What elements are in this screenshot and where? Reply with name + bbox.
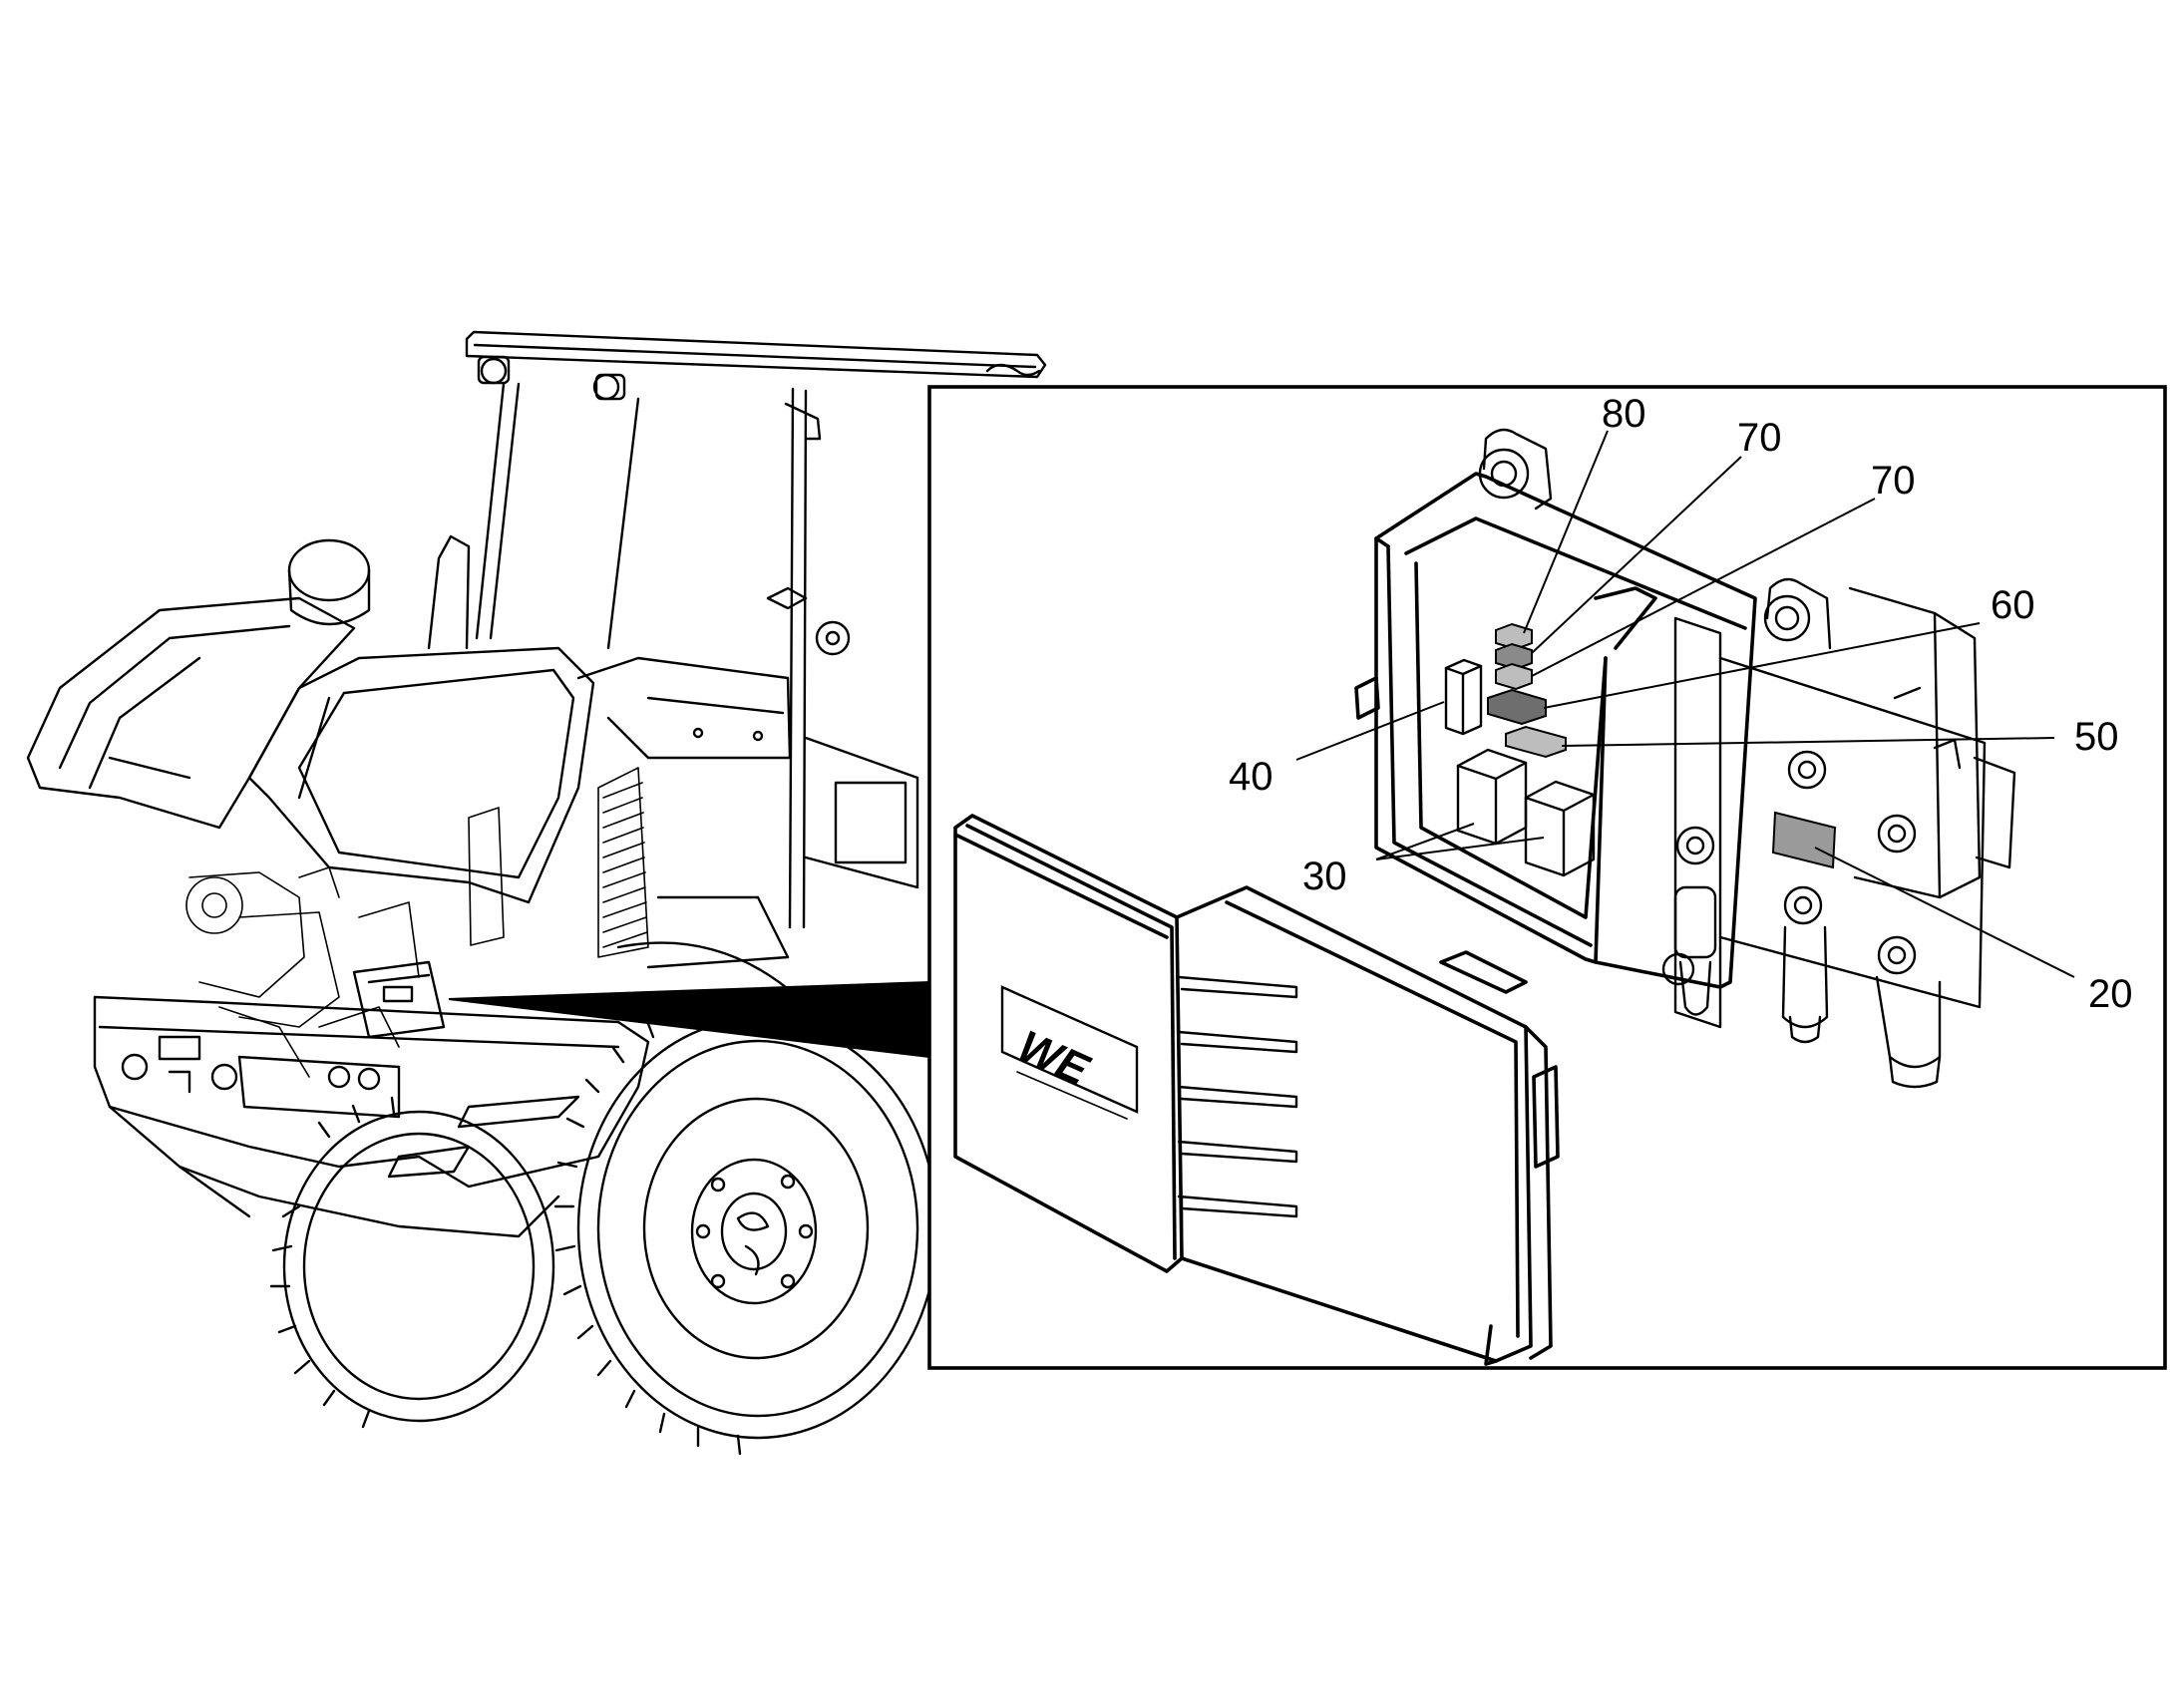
leader-80 xyxy=(1523,430,1609,634)
engine-hood-open xyxy=(26,596,595,904)
leader-30-a xyxy=(1375,823,1475,860)
cover-hinge-ribs xyxy=(1177,975,1298,1260)
mini-relay-50 xyxy=(1505,725,1567,759)
counterweight xyxy=(108,1105,560,1238)
leader-70-a xyxy=(1531,456,1742,654)
mini-relay-70-b xyxy=(1495,662,1533,691)
exhaust-stack xyxy=(287,534,471,650)
cab-structure xyxy=(475,382,919,929)
callout-labels: 80 70 70 60 50 40 30 20 xyxy=(1229,392,2133,1016)
cable-terminal-3 xyxy=(1875,814,1942,1089)
engine-compartment xyxy=(185,866,420,1078)
mini-relay-60 xyxy=(1487,688,1547,726)
leader-60 xyxy=(1543,622,1981,709)
magnifier-wedge xyxy=(448,980,930,1059)
top-mounting-studs xyxy=(1478,428,1832,650)
leader-lines xyxy=(1295,430,2075,978)
callout-80: 80 xyxy=(1602,392,1646,436)
callout-20: 20 xyxy=(2088,972,2133,1016)
fuse-module-40 xyxy=(1444,658,1483,736)
mini-relay-80 xyxy=(1495,622,1533,651)
callout-50: 50 xyxy=(2074,715,2119,759)
callout-60: 60 xyxy=(1991,583,2035,627)
rear-wheel xyxy=(269,1096,555,1429)
mini-relay-70-a xyxy=(1495,642,1533,671)
cable-terminal-1 xyxy=(1661,826,1717,1016)
leader-40 xyxy=(1295,701,1445,761)
relay-block-2 xyxy=(1524,780,1596,877)
wheel-loader-illustration xyxy=(26,330,1047,1456)
leader-50 xyxy=(1561,737,2055,747)
cab-roof xyxy=(465,330,1047,401)
callout-40: 40 xyxy=(1229,755,1273,799)
fuse-box-on-machine xyxy=(352,960,446,1039)
leader-70-b xyxy=(1531,498,1876,677)
fuse-box-exploded-view: WE 80 70 70 60 50 40 30 20 xyxy=(953,392,2133,1366)
radiator-grille xyxy=(468,767,649,958)
bus-bar-bracket xyxy=(1673,586,2016,1029)
callout-30: 30 xyxy=(1302,854,1347,898)
callout-70-b: 70 xyxy=(1871,459,1916,503)
leader-20 xyxy=(1814,847,2075,978)
rear-body-panels xyxy=(576,656,800,999)
callout-70-a: 70 xyxy=(1737,416,1782,460)
shunt-bus-bar xyxy=(1771,811,1837,869)
cable-terminal-2 xyxy=(1781,750,1829,1044)
leader-30-b xyxy=(1375,837,1545,860)
front-wheel xyxy=(553,1001,939,1456)
rear-bumper xyxy=(93,995,650,1189)
